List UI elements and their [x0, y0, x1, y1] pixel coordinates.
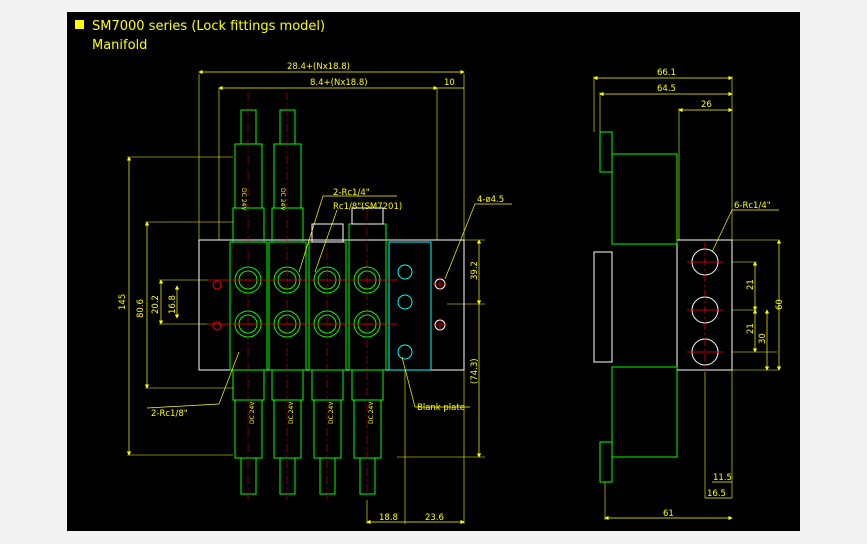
label-ports-top-alt: Rc1/8"(SM7201) [333, 202, 402, 212]
dim-60: 60 [775, 299, 785, 310]
dim-16-5: 16.5 [707, 489, 726, 499]
drawing-canvas: SM7000 series (Lock fittings model) Mani… [67, 12, 800, 531]
dim-left-80-6: 80.6 [136, 299, 146, 318]
dim-bottom-18-8: 18.8 [379, 513, 398, 523]
label-ports-bottom: 2-Rc1/8" [151, 409, 188, 419]
dim-top-overall: 28.4+(Nx18.8) [287, 62, 350, 72]
dim-bottom-23-6: 23.6 [425, 513, 444, 523]
dim-66-1: 66.1 [657, 68, 676, 78]
blank-plate-hole [397, 294, 413, 310]
solenoid-voltage-label: DC 24V [288, 401, 295, 424]
dim-left-145: 145 [118, 294, 128, 310]
solenoid-voltage-label: DC 24V [328, 401, 335, 424]
front-view: DC 24V DC 24V DC 24V DC 24V [118, 62, 512, 525]
side-solenoid-bottom [611, 366, 678, 458]
dim-21a: 21 [746, 279, 756, 290]
dim-21b: 21 [746, 323, 756, 334]
solenoid-voltage-label: DC 24V [368, 401, 375, 424]
label-ports-top: 2-Rc1/4" [333, 188, 370, 198]
dim-top-pitch: 8.4+(Nx18.8) [310, 78, 368, 88]
manifold-base [198, 239, 465, 371]
dim-top-right: 10 [444, 78, 455, 88]
manifold-drawing: SM7000 series (Lock fittings model) Mani… [75, 19, 785, 525]
blank-plate-hole [397, 344, 413, 360]
dim-11-5: 11.5 [713, 473, 732, 483]
side-body [676, 239, 733, 371]
dim-left-16-8: 16.8 [168, 295, 178, 314]
title-bullet-icon [75, 20, 84, 29]
valve-station-2: DC 24V DC 24V [268, 109, 307, 495]
dim-right-39-2: 39.2 [470, 261, 480, 280]
side-solenoid-top [611, 153, 678, 245]
side-view: 66.1 64.5 26 6-Rc1/4" 21 21 30 60 11.5 1… [593, 68, 785, 521]
page-title: SM7000 series (Lock fittings model) [92, 19, 325, 34]
dim-left-20-2: 20.2 [151, 295, 161, 314]
page-subtitle: Manifold [92, 38, 147, 53]
valve-station-1: DC 24V DC 24V [229, 109, 268, 495]
label-blank-plate: Blank plate [417, 403, 465, 413]
dim-right-74-3: (74.3) [470, 358, 480, 384]
blank-plate-hole [397, 264, 413, 280]
blank-plate [388, 241, 432, 371]
label-mount-holes: 4-ø4.5 [477, 195, 504, 205]
side-label-ports: 6-Rc1/4" [734, 201, 771, 211]
port-hole [212, 321, 222, 331]
dim-30: 30 [758, 333, 768, 344]
solenoid-voltage-label: DC 24V [240, 188, 247, 211]
valve-station-4: DC 24V [348, 223, 387, 495]
dim-64-5: 64.5 [657, 84, 676, 94]
solenoid-voltage-label: DC 24V [279, 188, 286, 211]
solenoid-voltage-label: DC 24V [249, 401, 256, 424]
port-hole [212, 280, 222, 290]
dim-26: 26 [701, 100, 712, 110]
dim-61: 61 [663, 509, 674, 519]
